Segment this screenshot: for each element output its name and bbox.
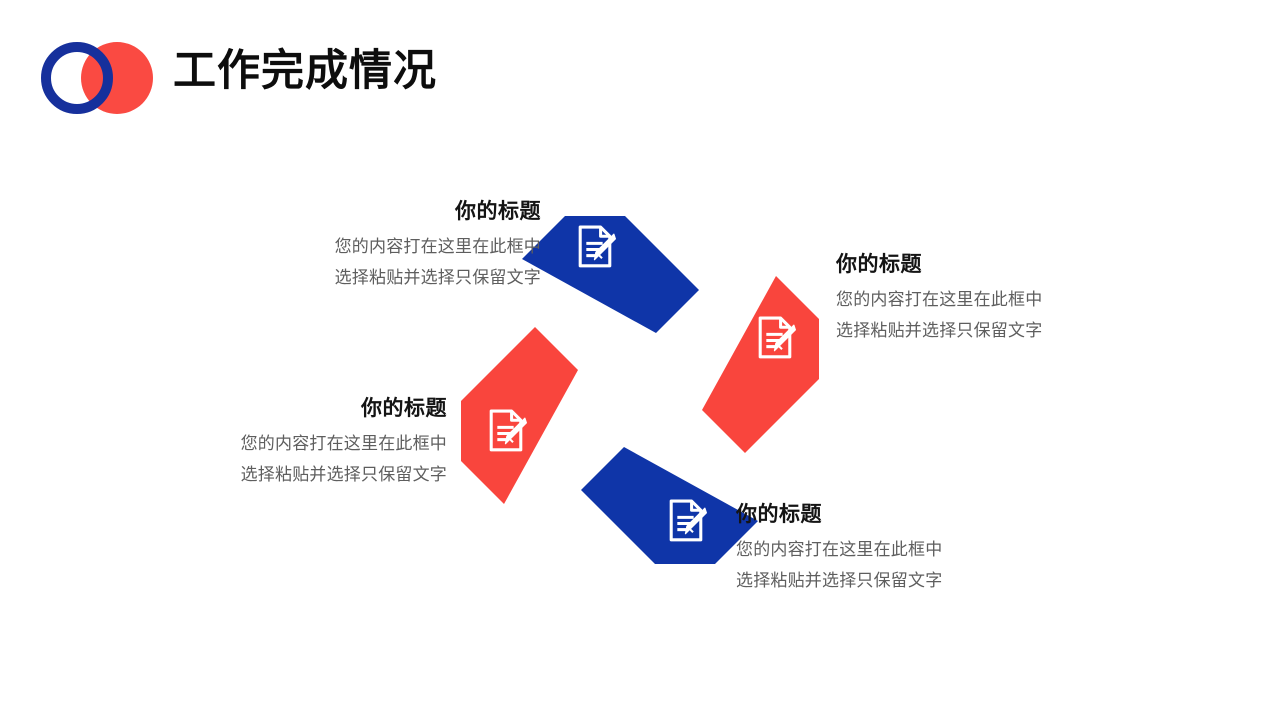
callout-body-line-1: 您的内容打在这里在此框中 <box>334 237 541 256</box>
callout-body-line-2: 选择粘贴并选择只保留文字 <box>836 321 1043 340</box>
pinwheel-diagram <box>440 195 840 585</box>
pinwheel-arm-top[interactable] <box>522 216 699 333</box>
callout-title: 你的标题 <box>836 253 922 276</box>
callout-body-line-1: 您的内容打在这里在此框中 <box>736 540 943 559</box>
pinwheel-arm-bottom-shape <box>581 447 758 564</box>
pinwheel-arm-right-shape <box>702 276 819 453</box>
callout-title: 你的标题 <box>736 503 822 526</box>
callout-bottom-right: 你的标题 您的内容打在这里在此框中 选择粘贴并选择只保留文字 <box>736 500 1066 596</box>
callout-top-right: 你的标题 您的内容打在这里在此框中 选择粘贴并选择只保留文字 <box>836 250 1166 346</box>
callout-title: 你的标题 <box>455 200 541 223</box>
pinwheel-svg <box>461 216 819 564</box>
callout-body-line-2: 选择粘贴并选择只保留文字 <box>334 268 541 287</box>
page-title: 工作完成情况 <box>173 48 437 95</box>
pinwheel-arm-left-shape <box>461 327 578 504</box>
pinwheel-arm-left[interactable] <box>461 327 578 504</box>
callout-body-line-1: 您的内容打在这里在此框中 <box>836 290 1043 309</box>
logo-svg <box>41 42 153 114</box>
pinwheel-arm-top-shape <box>522 216 699 333</box>
callout-body-line-2: 选择粘贴并选择只保留文字 <box>736 571 943 590</box>
overlapping-circles-logo <box>33 41 161 115</box>
callout-title: 你的标题 <box>361 397 447 420</box>
pinwheel-arm-bottom[interactable] <box>581 447 758 564</box>
callout-body-line-2: 选择粘贴并选择只保留文字 <box>240 465 447 484</box>
slide-header: 工作完成情况 <box>0 0 1280 150</box>
callout-top-left: 你的标题 您的内容打在这里在此框中 选择粘贴并选择只保留文字 <box>211 197 541 293</box>
callout-bottom-left: 你的标题 您的内容打在这里在此框中 选择粘贴并选择只保留文字 <box>117 394 447 490</box>
callout-body-line-1: 您的内容打在这里在此框中 <box>240 434 447 453</box>
logo-blue-ring <box>41 42 113 114</box>
pinwheel-arm-right[interactable] <box>702 276 819 453</box>
